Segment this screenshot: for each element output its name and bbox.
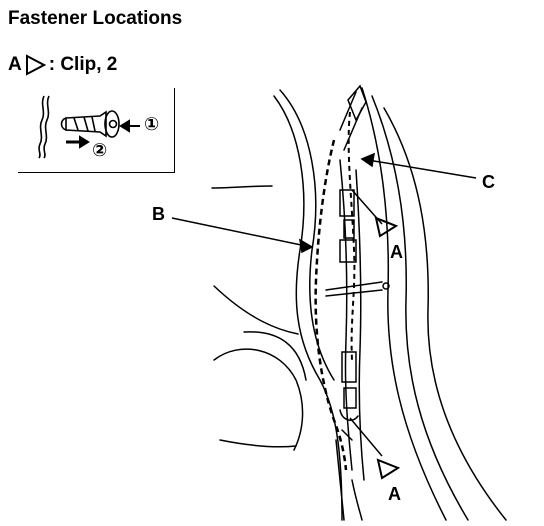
callout-b-label: B (152, 204, 165, 224)
triangle-pointer-icon (376, 458, 401, 480)
clip-illustration (38, 95, 120, 159)
callout-a-lower-leader (349, 417, 383, 457)
inset-step-2: ② (92, 140, 108, 161)
arrow-icon (298, 238, 314, 254)
pillar-outline (211, 84, 507, 521)
triangle-pointer-icon (374, 216, 399, 238)
clip-removal-inset (18, 88, 175, 173)
arrow-icon (360, 152, 375, 168)
triangle-pointer-icon (25, 54, 46, 76)
page-title: Fastener Locations (8, 8, 183, 29)
legend-letter: A (8, 54, 22, 75)
trim-outline-dashed (314, 139, 348, 471)
inset-step-1: ① (144, 114, 160, 135)
callout-b-leader (171, 217, 307, 247)
fastener-legend: A : Clip, 2 (8, 54, 117, 76)
arrow-icon (66, 119, 140, 149)
trim-outline-dashed (347, 111, 356, 361)
callout-a-lower-label: A (388, 484, 401, 504)
callout-c-leader (367, 159, 477, 179)
callout-c-label: C (482, 172, 495, 192)
callout-a-upper-label: A (390, 242, 403, 262)
legend-text: : Clip, 2 (48, 54, 118, 75)
